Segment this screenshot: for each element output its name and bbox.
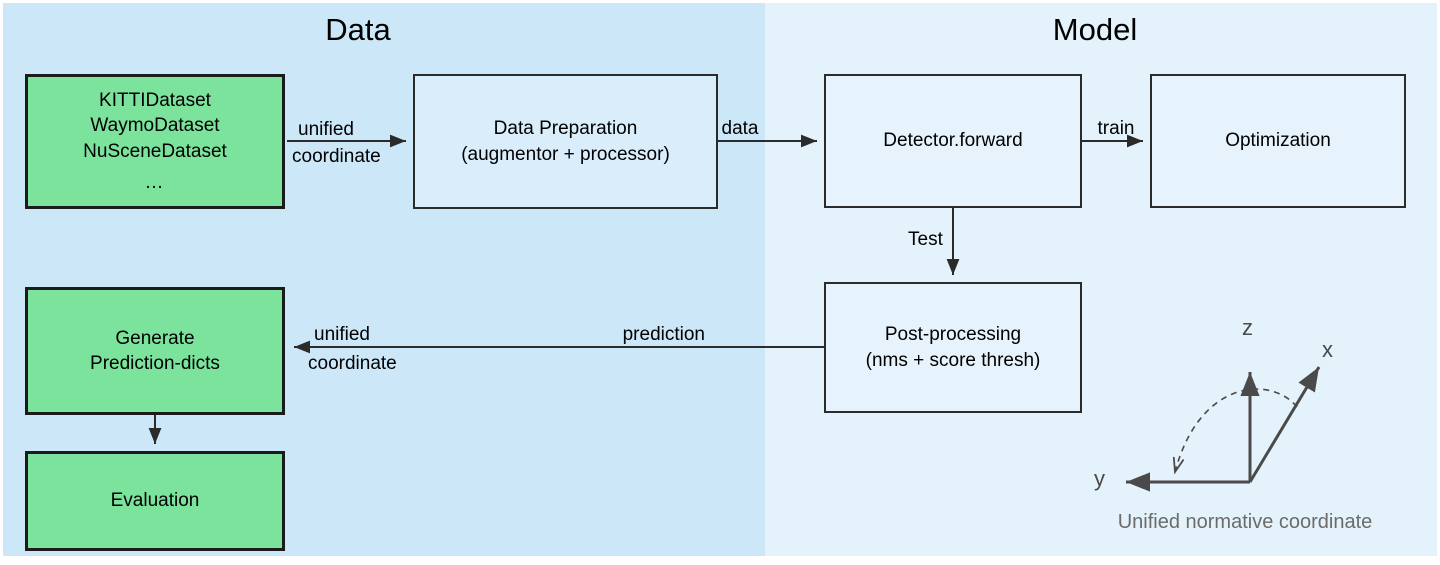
box-datasets-line-1: KITTIDataset: [99, 90, 211, 112]
box-post-processing-line-2: (nms + score thresh): [865, 349, 1041, 371]
edge-label-test: Test: [908, 229, 943, 250]
box-data-preparation-line-2: (augmentor + processor): [461, 143, 670, 165]
coordinate-caption: Unified normative coordinate: [1117, 511, 1373, 533]
box-optimization-label: Optimization: [1225, 130, 1331, 152]
edge-label-train: train: [1097, 118, 1135, 139]
box-datasets[interactable]: KITTIDataset WaymoDataset NuSceneDataset…: [25, 74, 285, 209]
box-datasets-line-3: NuSceneDataset: [83, 140, 227, 162]
box-detector-forward[interactable]: Detector.forward: [824, 74, 1082, 208]
axis-label-y: y: [1094, 466, 1105, 491]
box-generate-prediction-dicts-line-2: Prediction-dicts: [90, 353, 220, 374]
edge-label-unified-1: unified: [298, 119, 354, 140]
box-evaluation[interactable]: Evaluation: [25, 451, 285, 551]
box-data-preparation-line-1: Data Preparation: [493, 118, 638, 140]
edge-label-coordinate-1: coordinate: [292, 146, 381, 167]
box-generate-prediction-dicts-line-1: Generate: [115, 327, 195, 349]
edge-label-data: data: [721, 118, 759, 139]
box-post-processing[interactable]: Post-processing (nms + score thresh): [824, 282, 1082, 413]
box-detector-forward-label: Detector.forward: [883, 130, 1023, 152]
edge-label-coordinate-2: coordinate: [308, 353, 397, 374]
box-optimization[interactable]: Optimization: [1150, 74, 1406, 208]
box-evaluation-label: Evaluation: [110, 490, 200, 512]
edge-label-unified-2: unified: [314, 324, 370, 345]
panel-title-data: Data: [325, 12, 391, 47]
box-data-preparation[interactable]: Data Preparation (augmentor + processor): [413, 74, 718, 209]
box-post-processing-line-1: Post-processing: [884, 324, 1022, 346]
panel-title-model: Model: [1052, 12, 1138, 47]
box-generate-prediction-dicts[interactable]: Generate Prediction-dicts: [25, 287, 285, 415]
box-datasets-ellipsis: …: [144, 171, 166, 193]
axis-label-x: x: [1322, 337, 1333, 362]
edge-label-prediction: prediction: [622, 324, 705, 345]
box-datasets-line-2: WaymoDataset: [90, 115, 220, 137]
axis-label-z: z: [1242, 315, 1253, 340]
